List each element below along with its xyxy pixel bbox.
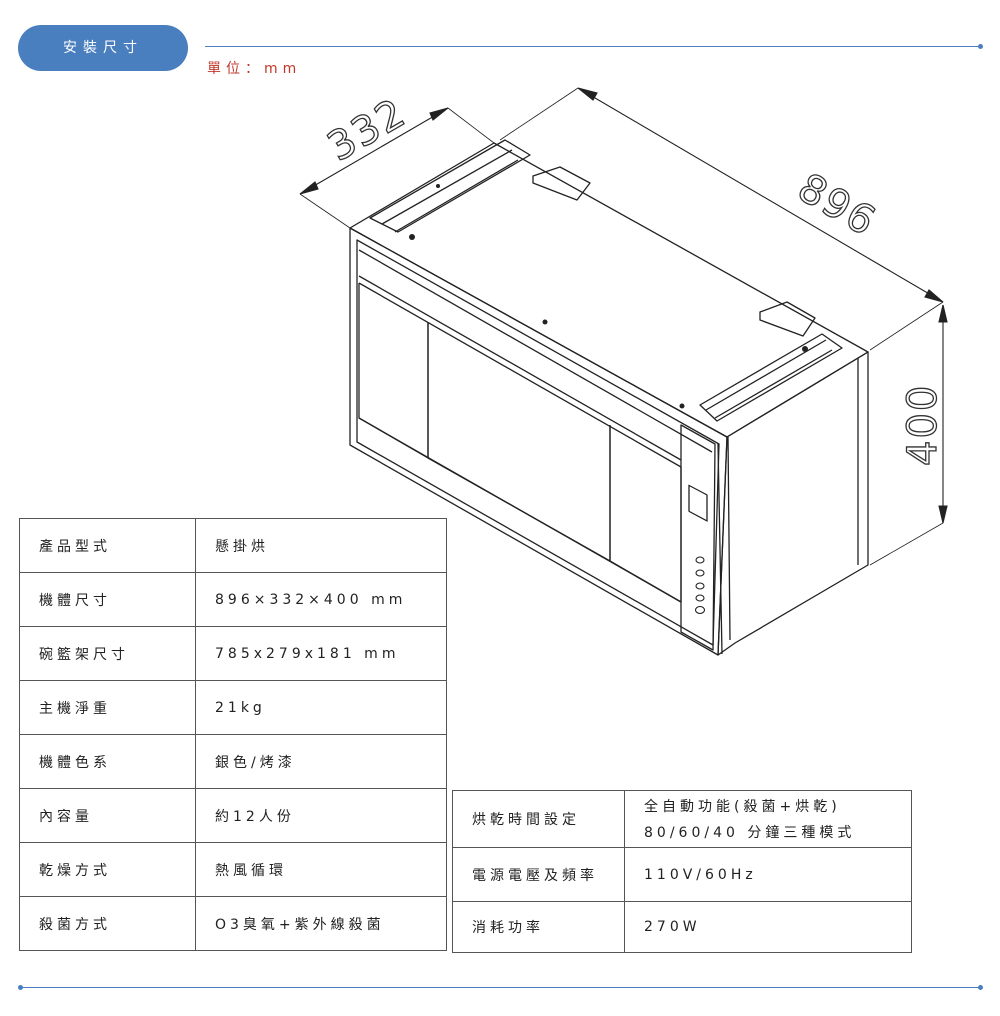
divider-end-dot	[978, 44, 983, 49]
table-row: 內容量約12人份	[19, 788, 447, 843]
spec-value: 約12人份	[195, 788, 447, 843]
spec-label: 內容量	[19, 788, 196, 843]
bottom-divider	[20, 987, 980, 988]
product-drawing: 332 896 400	[299, 87, 948, 656]
height-dimension-label: 400	[900, 384, 946, 466]
spec-value: 懸掛烘	[195, 518, 447, 573]
spec-label: 烘乾時間設定	[452, 790, 625, 848]
divider-start-dot	[18, 985, 23, 990]
table-row: 產品型式懸掛烘	[19, 518, 447, 573]
spec-value: O3臭氧+紫外線殺菌	[195, 896, 447, 951]
spec-label: 殺菌方式	[19, 896, 196, 951]
spec-value-line2: 80/60/40 分鐘三種模式	[644, 825, 856, 841]
width-dimension-label: 896	[790, 165, 884, 246]
spec-label: 乾燥方式	[19, 842, 196, 897]
table-row: 烘乾時間設定 全自動功能(殺菌+烘乾) 80/60/40 分鐘三種模式	[452, 790, 912, 848]
spec-label: 產品型式	[19, 518, 196, 573]
table-row: 乾燥方式熱風循環	[19, 842, 447, 897]
spec-value: 896×332×400 mm	[195, 572, 447, 627]
spec-value: 銀色/烤漆	[195, 734, 447, 789]
spec-label: 電源電壓及頻率	[452, 847, 625, 902]
spec-label: 機體色系	[19, 734, 196, 789]
unit-label: 單位：mm	[207, 61, 302, 77]
spec-label: 消耗功率	[452, 901, 625, 953]
section-title-badge: 安裝尺寸	[18, 25, 188, 71]
spec-value-cell: 全自動功能(殺菌+烘乾) 80/60/40 分鐘三種模式	[624, 790, 912, 848]
spec-value: 21kg	[195, 680, 447, 735]
spec-label: 機體尺寸	[19, 572, 196, 627]
spec-value: 熱風循環	[195, 842, 447, 897]
spec-value: 785x279x181 mm	[195, 626, 447, 681]
table-row: 機體色系銀色/烤漆	[19, 734, 447, 789]
top-divider	[205, 46, 980, 47]
spec-label: 碗籃架尺寸	[19, 626, 196, 681]
spec-table-2: 烘乾時間設定 全自動功能(殺菌+烘乾) 80/60/40 分鐘三種模式 電源電壓…	[452, 790, 912, 953]
divider-end-dot	[978, 985, 983, 990]
spec-label: 主機淨重	[19, 680, 196, 735]
spec-value: 110V/60Hz	[624, 847, 912, 902]
spec-value: 全自動功能(殺菌+烘乾)	[644, 799, 841, 815]
spec-value: 270W	[624, 901, 912, 953]
depth-dimension-label: 332	[320, 90, 414, 171]
